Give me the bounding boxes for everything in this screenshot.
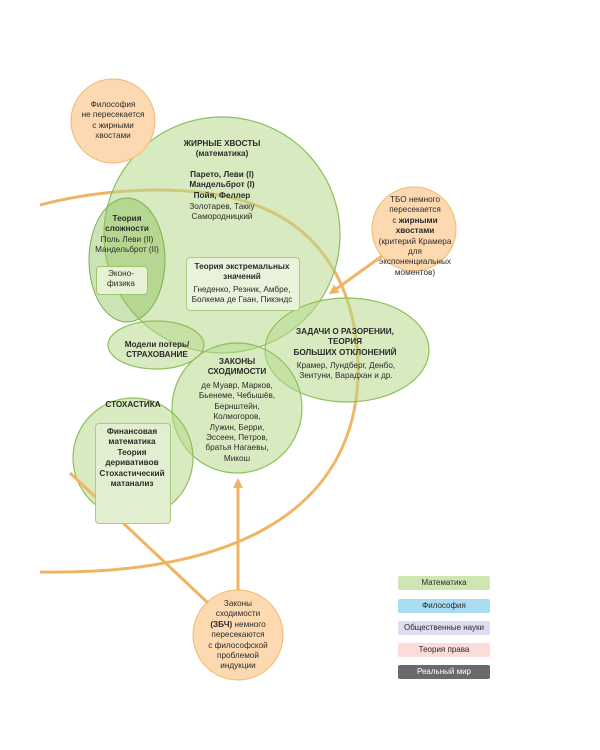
philosophy-note-circle (70, 78, 156, 164)
philosophy-note-text: Философия не пересекается с жирными хвос… (81, 100, 145, 141)
complexity-title: Теория сложности (105, 214, 149, 234)
legend-item-math: Математика (398, 576, 490, 590)
econophysics-label: Эконо- физика (107, 269, 135, 289)
ruin-names: Крамер, Лундберг, Денбо, Зеитуни, Варадх… (296, 361, 396, 381)
tbo-note-circle (371, 186, 457, 272)
tbo-arrow (328, 254, 383, 295)
convergence-title: ЗАКОНЫ СХОДИМОСТИ (207, 357, 267, 377)
convergence-note-bold: (ЗБЧ) (210, 619, 233, 629)
econophysics-box (96, 266, 148, 295)
convergence-diagonal-line (68, 471, 210, 605)
tbo-note-line1: ТБО немного пересекается с (389, 195, 441, 225)
legend-item-philosophy: Философия (398, 599, 490, 613)
tbo-note-line2: (критерий Крамера для экспоненциальных м… (378, 236, 452, 277)
extreme-values-title: Теория экстремальных значений (194, 262, 290, 282)
complexity-names: Поль Леви (II) Мандельброт (II) (95, 235, 159, 255)
fat-tails-title: ЖИРНЫЕ ХВОСТЫ (математика) (183, 139, 261, 159)
loss-models-label: Модели потерь/ СТРАХОВАНИЕ (124, 340, 190, 360)
ruin-title: ЗАДАЧИ О РАЗОРЕНИИ, ТЕОРИЯ БОЛЬШИХ ОТКЛО… (293, 327, 397, 357)
legend-item-law: Теория права (398, 643, 490, 657)
tbo-note-bold: жирными хвостами (395, 215, 438, 236)
convergence-note-line2: немного пересекаются с философской пробл… (208, 619, 268, 671)
extreme-values-names: Гнеденко, Резник, Амбре, Болкема де Гаан… (191, 285, 293, 305)
extreme-values-box (186, 257, 300, 311)
convergence-circle (171, 342, 303, 474)
stochastics-title: СТОХАСТИКА (105, 400, 161, 409)
fat-tails-names: Золотарев, Такку Самородницкий (189, 202, 255, 222)
fat-tails-bold-names: Парето, Леви (I) Мандельброт (I) Пойя, Ф… (189, 170, 255, 200)
convergence-note-text: Законы сходимости (ЗБЧ) немного пересека… (196, 599, 280, 672)
loss-models-ellipse (107, 320, 205, 370)
convergence-note-line1: Законы сходимости (215, 599, 261, 619)
stochastics-inner-box (95, 423, 171, 524)
stochastics-inner-text: Финансовая математика Теория деривативов… (99, 427, 165, 489)
convergence-names: де Муавр, Марков, Бьенеме, Чебышёв, Берн… (198, 381, 276, 463)
legend-item-social: Общественные науки (398, 621, 490, 635)
tbo-note-text: ТБО немного пересекается с жирными хвост… (374, 195, 456, 278)
legend-item-real-world: Реальный мир (398, 665, 490, 679)
